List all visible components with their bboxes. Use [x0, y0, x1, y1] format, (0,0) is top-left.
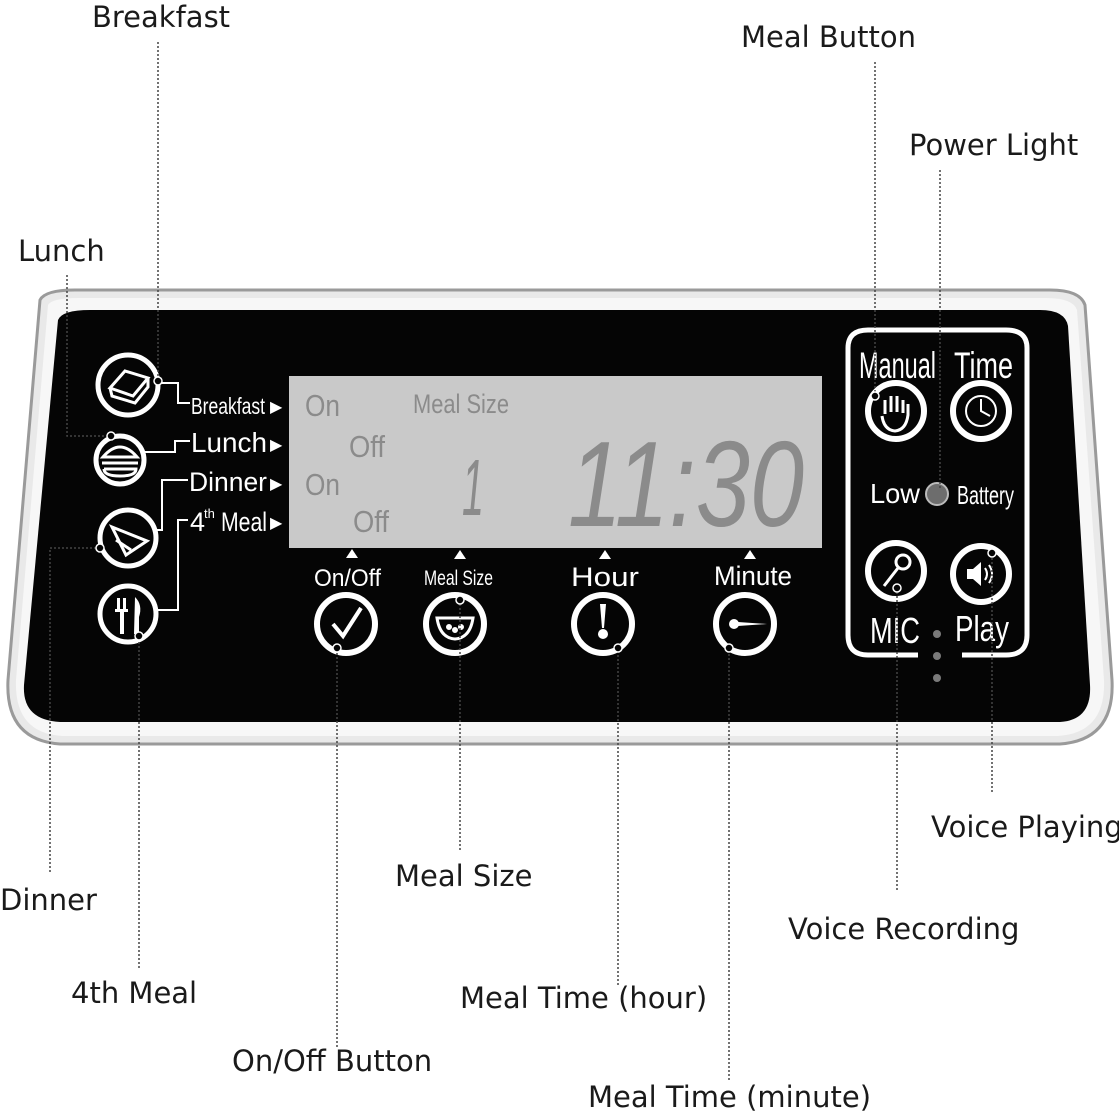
- control-group-frame: [845, 327, 1030, 658]
- mic-button[interactable]: [865, 540, 927, 602]
- dinner-button[interactable]: [97, 507, 159, 569]
- bowl-icon: [435, 616, 475, 641]
- callout-meal-size: Meal Size: [395, 859, 533, 893]
- panel-arrow-fourth: ▶: [270, 515, 283, 532]
- callout-voice-playing: Voice Playing: [931, 810, 1119, 844]
- callout-power-light: Power Light: [909, 128, 1079, 162]
- lcd-on-dinner: On: [305, 467, 340, 502]
- hour-button[interactable]: [571, 592, 635, 656]
- callout-on-off-button: On/Off Button: [232, 1044, 433, 1078]
- lcd-off-lunch: Off: [349, 429, 385, 464]
- breakfast-button[interactable]: [95, 352, 161, 418]
- manual-button[interactable]: [865, 380, 927, 442]
- callout-meal-button: Meal Button: [741, 20, 917, 54]
- panel-arrow-breakfast: ▶: [270, 399, 283, 416]
- minute-label: Minute: [714, 561, 792, 591]
- minute-hand-icon: [729, 619, 739, 629]
- lunch-button[interactable]: [93, 433, 147, 487]
- power-light: [925, 482, 949, 506]
- microphone-icon: [882, 553, 912, 587]
- lcd-on-breakfast: On: [305, 388, 340, 423]
- panel-label-fourth-sup: th: [204, 506, 215, 521]
- lcd-time-display: 11:30: [568, 416, 804, 552]
- callout-meal-time-minute: Meal Time (minute): [588, 1080, 872, 1114]
- panel-label-fourth-num: 4: [190, 507, 205, 537]
- callout-lunch: Lunch: [18, 234, 105, 268]
- low-label: Low: [870, 478, 921, 509]
- lcd-meal-size-value: 1: [462, 443, 484, 532]
- callout-voice-recording: Voice Recording: [788, 912, 1020, 946]
- clock-icon: [965, 395, 997, 427]
- battery-label: Battery: [957, 480, 1014, 510]
- meal-size-button[interactable]: [423, 592, 487, 656]
- meal-size-button-label: Meal Size: [424, 567, 493, 590]
- hour-label: Hour: [571, 562, 639, 592]
- speaker-holes: [933, 630, 941, 682]
- on-off-button[interactable]: [314, 592, 378, 656]
- panel-label-lunch: Lunch: [191, 427, 267, 458]
- panel-arrow-lunch: ▶: [270, 437, 283, 454]
- checkmark-icon: [331, 606, 363, 640]
- callout-breakfast: Breakfast: [92, 0, 231, 34]
- play-button[interactable]: [950, 543, 1012, 605]
- callout-leader-lines: [49, 42, 993, 1080]
- time-button[interactable]: [950, 380, 1012, 442]
- panel-label-fourth-meal: Meal: [221, 507, 267, 537]
- meal-connectors: [145, 382, 190, 611]
- lcd-meal-size-label: Meal Size: [413, 389, 509, 419]
- mic-label: MIC: [870, 610, 920, 651]
- bread-icon: [107, 369, 151, 405]
- utensils-icon: [115, 597, 141, 634]
- fourth-meal-button[interactable]: [97, 583, 159, 645]
- callout-meal-time-hour: Meal Time (hour): [460, 981, 708, 1015]
- cake-icon: [108, 524, 151, 558]
- time-label: Time: [954, 345, 1013, 386]
- hour-hand-icon: [600, 604, 606, 628]
- callout-fourth-meal: 4th Meal: [71, 976, 198, 1010]
- burger-icon: [99, 445, 141, 478]
- minute-button[interactable]: [713, 592, 777, 656]
- on-off-label: On/Off: [314, 565, 381, 592]
- lcd-off-fourth: Off: [353, 504, 389, 539]
- button-pointers: [346, 549, 756, 559]
- hand-icon: [880, 396, 910, 433]
- panel-label-dinner: Dinner: [189, 467, 267, 497]
- callout-dinner: Dinner: [0, 883, 97, 917]
- panel-label-breakfast: Breakfast: [191, 393, 265, 419]
- callout-anchor-dots: [95, 376, 997, 653]
- panel-arrow-dinner: ▶: [270, 476, 283, 493]
- manual-label: Manual: [859, 345, 936, 386]
- lcd-screen: [289, 376, 822, 548]
- play-label: Play: [955, 608, 1009, 649]
